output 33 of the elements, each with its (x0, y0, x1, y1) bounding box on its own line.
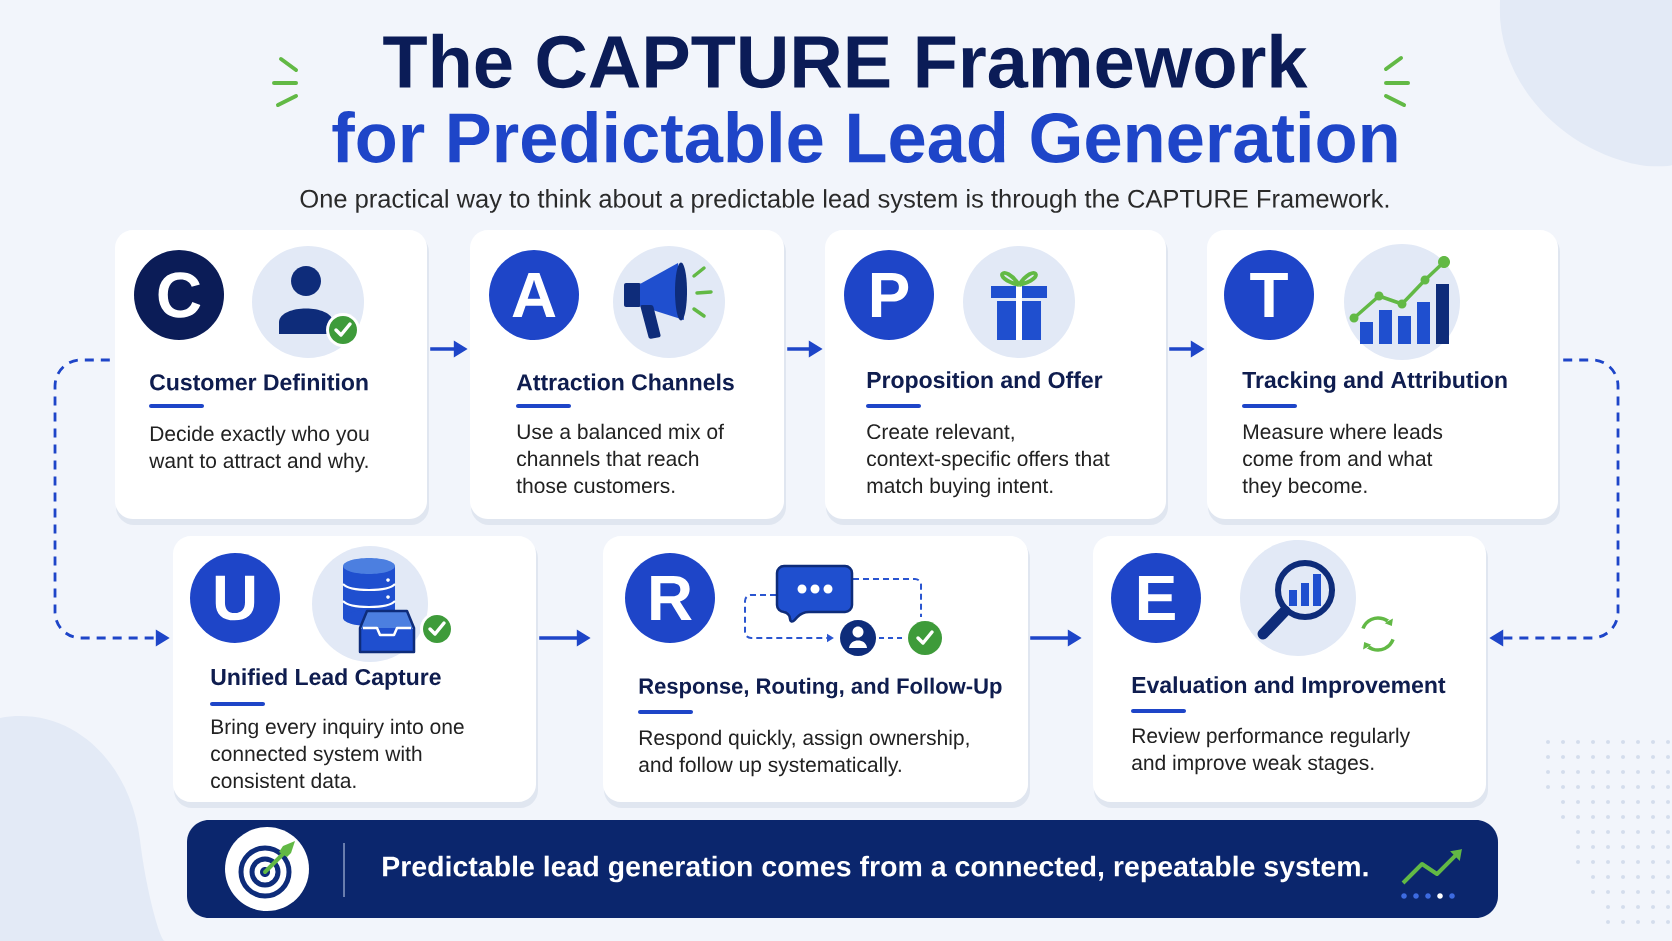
step-card (825, 230, 1168, 525)
card-heading: Attraction Channels (516, 373, 734, 391)
letter-badge: C (134, 250, 224, 340)
step-card (1093, 536, 1488, 808)
step-card (603, 536, 1030, 808)
step-card (1207, 230, 1560, 525)
card-description: Bring every inquiry into one connected system with consistent data. (211, 718, 464, 789)
card-heading: Unified Lead Capture (211, 668, 441, 690)
card-description: Review performance regularly and improve weak stages. (1132, 727, 1411, 775)
card-description: Respond quickly, assign ownership, and follow up systematically. (639, 729, 969, 777)
step-card (115, 230, 429, 525)
letter-badge: E (1111, 553, 1201, 643)
card-heading: Response, Routing, and Follow-Up (639, 677, 1002, 699)
card-description: Measure where leads come from and what they become. (1242, 423, 1443, 498)
banner (187, 820, 1498, 918)
card-description: Create relevant, context-specific offers that match buying intent. (867, 423, 1110, 498)
title: The CAPTURE Framework (383, 33, 1308, 89)
letter-badge: T (1224, 250, 1314, 340)
step-card (470, 230, 786, 525)
card-description: Decide exactly who you want to attract and why. (149, 425, 369, 473)
step-card (173, 536, 538, 808)
card-heading: Tracking and Attribution (1242, 371, 1507, 393)
card-heading: Customer Definition (150, 373, 368, 391)
letter-badge: R (625, 553, 715, 643)
intro-text: One practical way to think about a predictable lead system is through the CAPTURE Framework. (300, 189, 1389, 213)
letter-badge: U (190, 553, 280, 643)
card-description: Use a balanced mix of channels that reach those customers. (516, 423, 724, 494)
letter-badge: P (844, 250, 934, 340)
card-heading: Evaluation and Improvement (1132, 676, 1446, 698)
card-heading: Proposition and Offer (867, 371, 1103, 393)
subtitle: for Predictable Lead Generation (332, 111, 1397, 163)
banner-text: Predictable lead generation comes from a connected, repeatable system. (383, 855, 1368, 883)
letter-badge: A (489, 250, 579, 340)
